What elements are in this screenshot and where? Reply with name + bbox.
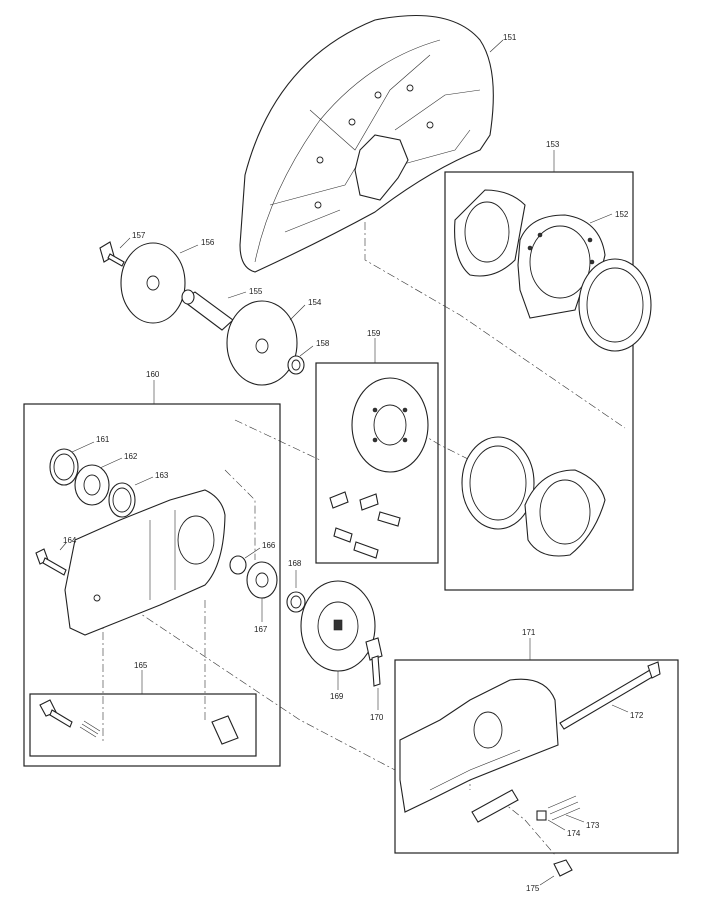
nut-175 <box>553 859 573 877</box>
bolt-170 <box>365 637 383 687</box>
adjuster-plate <box>471 789 519 823</box>
group-box-165 <box>29 693 257 757</box>
callout-171: 171 <box>522 628 536 637</box>
seal-ring-upper <box>578 258 652 352</box>
flange-bracket-153 <box>454 189 526 277</box>
group-box-153 <box>444 171 634 591</box>
outer-flange-156 <box>120 242 186 324</box>
long-bolt-172 <box>559 661 661 730</box>
callout-163: 163 <box>155 471 169 480</box>
bearing-162 <box>74 464 110 506</box>
spindle-155 <box>181 289 234 331</box>
arm-housing <box>64 489 226 636</box>
callout-169: 169 <box>330 692 344 701</box>
callout-151: 151 <box>503 33 517 42</box>
leader-lines <box>59 39 629 886</box>
pulley-169 <box>300 580 376 672</box>
retaining-ring-161 <box>49 448 79 486</box>
callout-158: 158 <box>316 339 330 348</box>
callout-160: 160 <box>146 370 160 379</box>
bearing-166 <box>229 555 247 575</box>
bolt-157 <box>99 241 125 267</box>
callout-165: 165 <box>134 661 148 670</box>
callout-153: 153 <box>546 140 560 149</box>
callout-161: 161 <box>96 435 110 444</box>
callout-156: 156 <box>201 238 215 247</box>
bearing-167 <box>246 561 278 599</box>
flange-bracket-lower <box>524 469 606 557</box>
callout-155: 155 <box>249 287 263 296</box>
callout-175: 175 <box>526 884 540 893</box>
callout-166: 166 <box>262 541 276 550</box>
callout-154: 154 <box>308 298 322 307</box>
callout-168: 168 <box>288 559 302 568</box>
tension-bolt-165 <box>39 699 101 738</box>
spring-173 <box>547 795 581 821</box>
callout-159: 159 <box>367 329 381 338</box>
belt-guard-171 <box>399 678 559 813</box>
group-box-171 <box>394 659 679 854</box>
washer-158 <box>287 355 305 375</box>
callout-164: 164 <box>63 536 77 545</box>
group-box-160 <box>23 403 281 767</box>
nut-165 <box>211 715 239 745</box>
callout-167: 167 <box>254 625 268 634</box>
ring-plate-152 <box>517 214 606 319</box>
retaining-ring-163 <box>108 482 136 518</box>
callout-labels: 151 152 153 154 155 156 157 158 159 160 … <box>63 33 644 893</box>
blade-guard-151 <box>239 14 494 273</box>
callout-174: 174 <box>567 829 581 838</box>
group-box-159 <box>315 362 439 564</box>
callout-170: 170 <box>370 713 384 722</box>
nut-174 <box>536 810 547 821</box>
callout-162: 162 <box>124 452 138 461</box>
callout-172: 172 <box>630 711 644 720</box>
seal-ring-lower <box>461 436 535 530</box>
bolt-164 <box>35 548 67 576</box>
callout-152: 152 <box>615 210 629 219</box>
callout-173: 173 <box>586 821 600 830</box>
callout-157: 157 <box>132 231 146 240</box>
hub-159 <box>329 377 429 559</box>
washer-168 <box>286 591 306 613</box>
inner-flange-154 <box>226 300 298 386</box>
